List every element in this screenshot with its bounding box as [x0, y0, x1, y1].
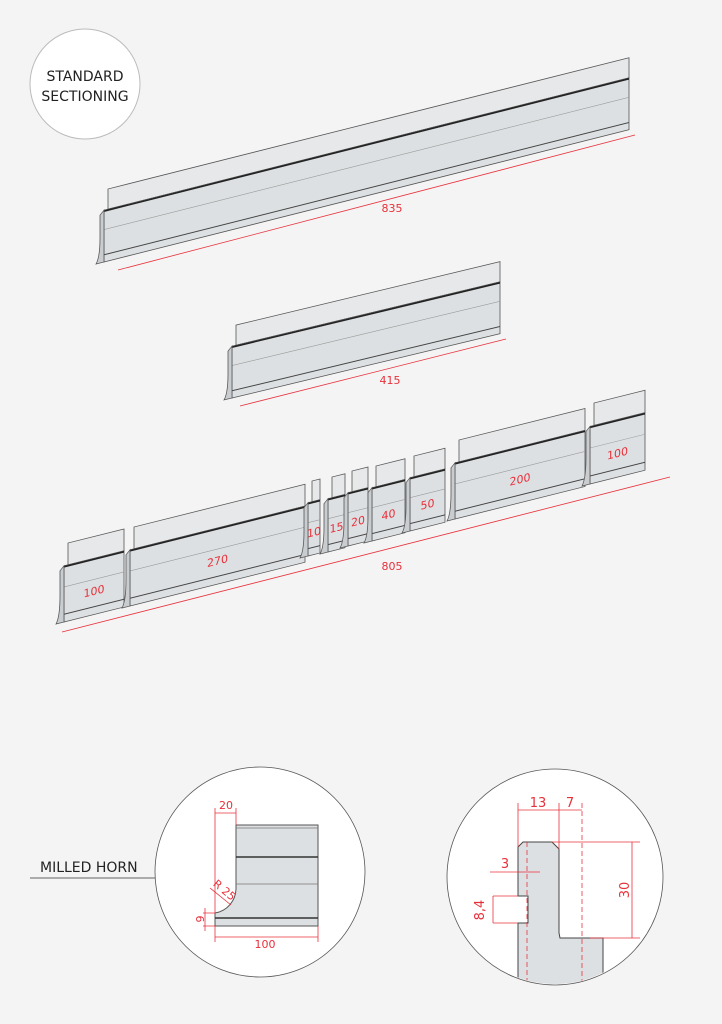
end-profile: [299, 501, 309, 559]
dimension-805: 805: [61, 476, 671, 633]
milled-horn-detail: MILLED HORN 20 R 25 9 100: [30, 766, 366, 978]
tang-profile-detail: 13 7 3 8,4 30: [446, 768, 664, 986]
segment-label: 100: [607, 445, 628, 463]
standard-sectioning-badge: STANDARD SECTIONING: [29, 28, 141, 140]
milled-horn-callout: MILLED HORN: [40, 860, 138, 876]
dimension-label: 805: [382, 560, 403, 573]
dimension-415: 415: [239, 338, 507, 407]
dimension-label: 415: [380, 374, 401, 387]
end-profile: [363, 486, 373, 544]
punch-segment: 200: [446, 408, 586, 522]
dimension-line: [239, 338, 507, 407]
end-profile: [446, 461, 456, 522]
segment-label: 15: [330, 520, 344, 536]
segment-label: 20: [351, 513, 365, 529]
badge-line-2: SECTIONING: [41, 89, 128, 105]
segment-label: 200: [510, 471, 531, 489]
punch-segment: 100: [55, 528, 125, 625]
punch-segment: 50: [401, 447, 446, 534]
punch-segment: 40: [363, 458, 406, 544]
dimension-835: 835: [117, 134, 636, 271]
dimension-label: 835: [382, 202, 403, 215]
end-profile: [55, 564, 65, 625]
segment-label: 270: [207, 552, 228, 570]
punch-segment: 100: [581, 389, 646, 487]
end-profile: [95, 209, 105, 265]
dim-13: 13: [530, 796, 547, 811]
dim-9: 9: [194, 916, 207, 923]
segment-label: 10: [307, 524, 321, 540]
badge-line-1: STANDARD: [46, 69, 123, 85]
punch-segment: 10: [299, 478, 321, 559]
dim-3: 3: [501, 857, 509, 872]
punch-bars: 100 270 10 15 20 40 50 200 100: [55, 57, 646, 625]
punch-segment: 20: [339, 466, 369, 549]
punch-bar-415: [223, 261, 501, 401]
punch-segment: 15: [319, 473, 346, 555]
end-profile: [339, 491, 349, 549]
dim-100: 100: [255, 938, 276, 951]
dimension-line: [61, 476, 671, 633]
dimension-line: [117, 134, 636, 271]
end-profile: [581, 425, 591, 487]
end-profile: [223, 345, 233, 401]
dim-30: 30: [618, 882, 633, 899]
end-profile: [121, 548, 131, 609]
punch-bar-835: [95, 57, 630, 265]
punch-segment: 270: [121, 483, 306, 609]
segment-label: 40: [382, 507, 396, 523]
end-profile: [319, 497, 329, 555]
dim-7: 7: [566, 796, 574, 811]
dim-8-4: 8,4: [473, 900, 488, 921]
segment-label: 100: [84, 583, 105, 601]
segment-label: 50: [421, 497, 435, 513]
end-profile: [401, 476, 411, 534]
dim-20: 20: [219, 799, 233, 812]
